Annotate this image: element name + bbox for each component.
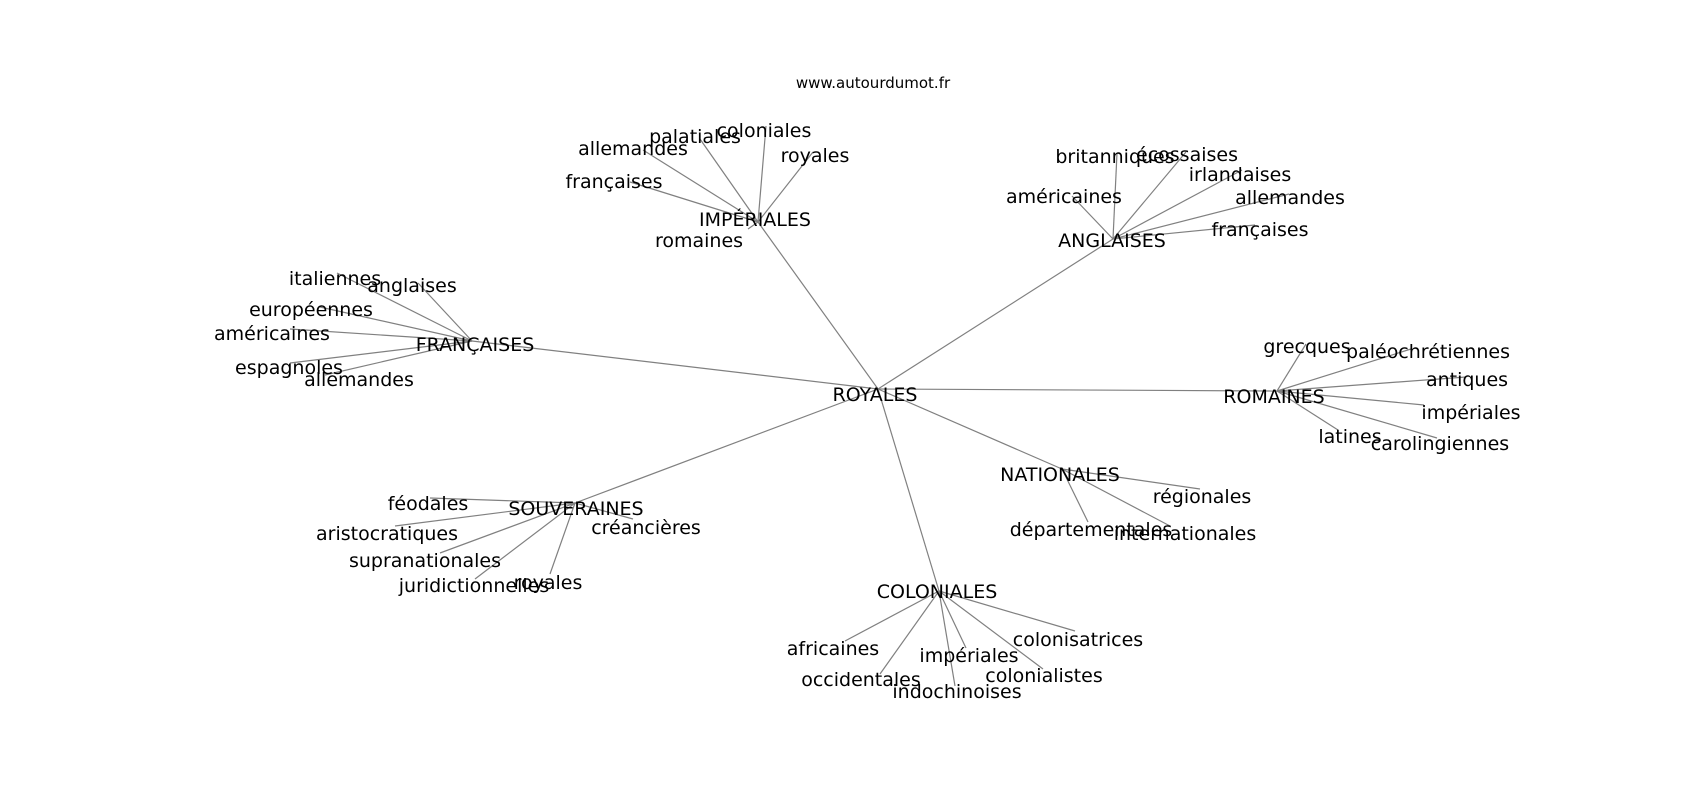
leaf-node-label: royales xyxy=(514,572,583,594)
edge-francaises-leaf xyxy=(417,282,473,342)
leaf-node-label: africaines xyxy=(787,638,879,660)
edge-anglaises-leaf xyxy=(1112,224,1256,240)
edge-romaines-leaf xyxy=(1276,390,1339,431)
edge-francaises-leaf xyxy=(324,340,473,376)
leaf-node-label: impériales xyxy=(1421,402,1520,424)
edge-imperiales-leaf xyxy=(629,181,759,223)
edge-romaines-leaf xyxy=(1276,390,1438,439)
leaf-node-label: occidentales xyxy=(801,669,921,691)
leaf-node-label: paléochrétiennes xyxy=(1346,341,1510,363)
edge-center-romaines xyxy=(877,388,1278,392)
leaf-node-label: américaines xyxy=(1006,186,1122,208)
edge-center-imperiales xyxy=(757,221,879,390)
leaf-node-label: supranationales xyxy=(349,550,501,572)
edge-coloniales-leaf xyxy=(879,590,940,675)
source-label: www.autourdumot.fr xyxy=(796,74,951,92)
leaf-node-label: antiques xyxy=(1426,369,1508,391)
leaf-node-label: italiennes xyxy=(289,268,381,290)
leaf-node-label: féodales xyxy=(388,493,469,515)
edge-imperiales-leaf xyxy=(747,221,759,230)
edge-imperiales-leaf xyxy=(642,149,759,223)
leaf-node-label: françaises xyxy=(565,171,662,193)
edge-francaises-leaf xyxy=(289,340,473,364)
leaf-node-label: allemandes xyxy=(1235,187,1345,209)
edge-francaises-leaf xyxy=(319,306,473,342)
edge-francaises-leaf xyxy=(336,272,473,342)
edge-coloniales-leaf xyxy=(938,590,1044,670)
edge-center-coloniales xyxy=(877,388,940,592)
leaf-node-label: allemandes xyxy=(578,138,688,160)
edge-souveraines-leaf xyxy=(574,502,634,520)
cluster-node-coloniales: COLONIALES xyxy=(877,581,998,603)
leaf-node-label: espagnoles xyxy=(235,357,343,379)
edge-souveraines-leaf xyxy=(549,502,576,575)
leaf-node-label: américaines xyxy=(214,323,330,345)
edge-romaines-leaf xyxy=(1276,343,1307,392)
leaf-node-label: françaises xyxy=(1211,219,1308,241)
edge-coloniales-leaf xyxy=(844,590,940,642)
edge-francaises-leaf xyxy=(289,328,473,342)
edges-layer xyxy=(289,125,1467,687)
edge-romaines-leaf xyxy=(1276,376,1467,392)
edge-souveraines-leaf xyxy=(394,502,576,527)
edge-nationales-leaf xyxy=(1061,468,1089,523)
leaf-node-label: colonisatrices xyxy=(1013,629,1143,651)
cluster-node-anglaises: ANGLAISES xyxy=(1058,230,1166,252)
leaf-node-label: royales xyxy=(781,145,850,167)
edge-center-souveraines xyxy=(574,388,879,504)
cluster-node-francaises: FRANÇAISES xyxy=(416,334,535,356)
edge-anglaises-leaf xyxy=(1112,151,1187,240)
edge-center-francaises xyxy=(471,340,879,390)
leaf-node-label: palatiales xyxy=(649,126,741,148)
edge-imperiales-leaf xyxy=(699,138,759,223)
leaf-node-label: aristocratiques xyxy=(316,523,458,545)
edge-romaines-leaf xyxy=(1276,390,1425,406)
leaf-node-label: coloniales xyxy=(717,120,812,142)
edge-coloniales-leaf xyxy=(938,590,967,649)
center-node-label: ROYALES xyxy=(833,384,918,406)
leaf-node-label: anglaises xyxy=(367,275,456,297)
edge-center-anglaises xyxy=(877,238,1114,390)
leaf-node-label: départementales xyxy=(1010,519,1173,541)
edge-center-nationales xyxy=(877,388,1063,470)
edge-souveraines-leaf xyxy=(474,502,576,580)
leaf-node-label: irlandaises xyxy=(1189,164,1292,186)
cluster-node-nationales: NATIONALES xyxy=(1000,464,1120,486)
edge-anglaises-leaf xyxy=(1071,195,1114,240)
edge-imperiales-leaf xyxy=(757,151,814,223)
leaf-node-label: grecques xyxy=(1263,336,1350,358)
leaf-node-label: indochinoises xyxy=(892,681,1021,703)
edge-nationales-leaf xyxy=(1061,468,1171,527)
leaf-node-label: internationales xyxy=(1114,523,1257,545)
leaf-node-label: romaines xyxy=(655,230,743,252)
leaf-node-label: juridictionnelles xyxy=(398,575,549,597)
edge-coloniales-leaf xyxy=(938,590,1076,632)
cluster-node-souveraines: SOUVERAINES xyxy=(508,498,643,520)
edge-imperiales-leaf xyxy=(757,125,767,223)
edge-souveraines-leaf xyxy=(439,502,576,554)
leaf-node-label: colonialistes xyxy=(985,665,1102,687)
edge-anglaises-leaf xyxy=(1112,193,1290,240)
leaf-node-label: britanniques xyxy=(1055,146,1174,168)
edge-anglaises-leaf xyxy=(1112,169,1243,240)
cluster-node-imperiales: IMPÉRIALES xyxy=(699,208,811,231)
leaf-node-label: latines xyxy=(1318,426,1381,448)
leaf-node-label: européennes xyxy=(249,299,373,321)
edge-souveraines-leaf xyxy=(429,497,576,504)
edge-anglaises-leaf xyxy=(1112,152,1118,240)
leaf-node-label: régionales xyxy=(1153,486,1252,508)
cluster-node-romaines: ROMAINES xyxy=(1223,386,1324,408)
leaf-node-label: créancières xyxy=(591,517,701,539)
leaf-node-label: carolingiennes xyxy=(1371,433,1509,455)
leaf-node-label: allemandes xyxy=(304,369,414,391)
leaf-node-label: impériales xyxy=(919,645,1018,667)
leaf-node-label: écossaises xyxy=(1136,144,1238,166)
edge-coloniales-leaf xyxy=(938,590,956,687)
edge-romaines-leaf xyxy=(1276,348,1412,392)
edge-nationales-leaf xyxy=(1061,468,1201,490)
